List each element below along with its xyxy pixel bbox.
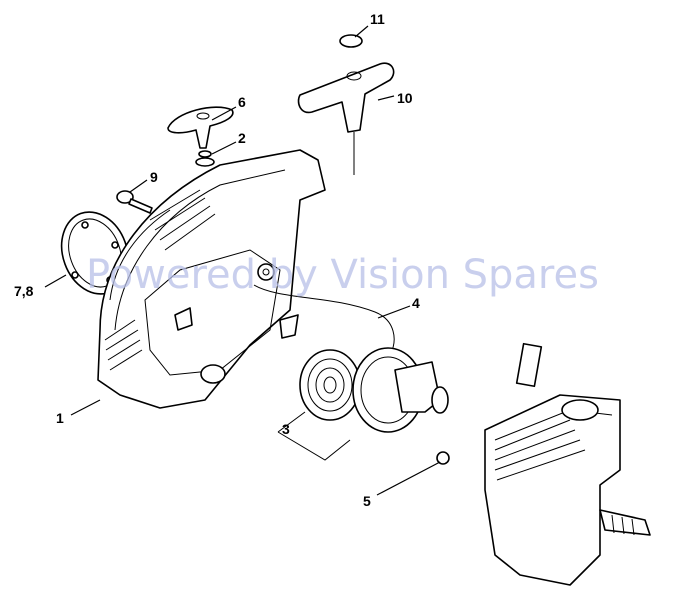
engine-assembly (484, 342, 651, 586)
part-grommet-2 (195, 150, 215, 167)
part-rewind-spring-3 (277, 349, 361, 461)
callout-6: 6 (238, 94, 246, 110)
callout-3: 3 (282, 421, 290, 437)
callout-10: 10 (397, 90, 413, 106)
callout-1: 1 (56, 410, 64, 426)
callout-2: 2 (238, 130, 246, 146)
callout-4: 4 (412, 295, 420, 311)
leader-lines (44, 25, 441, 496)
callout-11: 11 (370, 11, 385, 27)
part-starter-rope-4 (253, 284, 395, 356)
callout-5: 5 (363, 493, 371, 509)
part-cap-11 (339, 34, 363, 48)
part-spring-clip-5 (436, 451, 450, 465)
part-screw-9 (116, 190, 153, 214)
part-starter-grip-10 (297, 62, 395, 175)
callout-7-8: 7,8 (14, 283, 34, 299)
part-fan-housing-1 (97, 149, 326, 409)
watermark: Powered by Vision Spares (86, 252, 599, 298)
part-rope-rotor (352, 347, 449, 433)
callout-9: 9 (150, 169, 158, 185)
